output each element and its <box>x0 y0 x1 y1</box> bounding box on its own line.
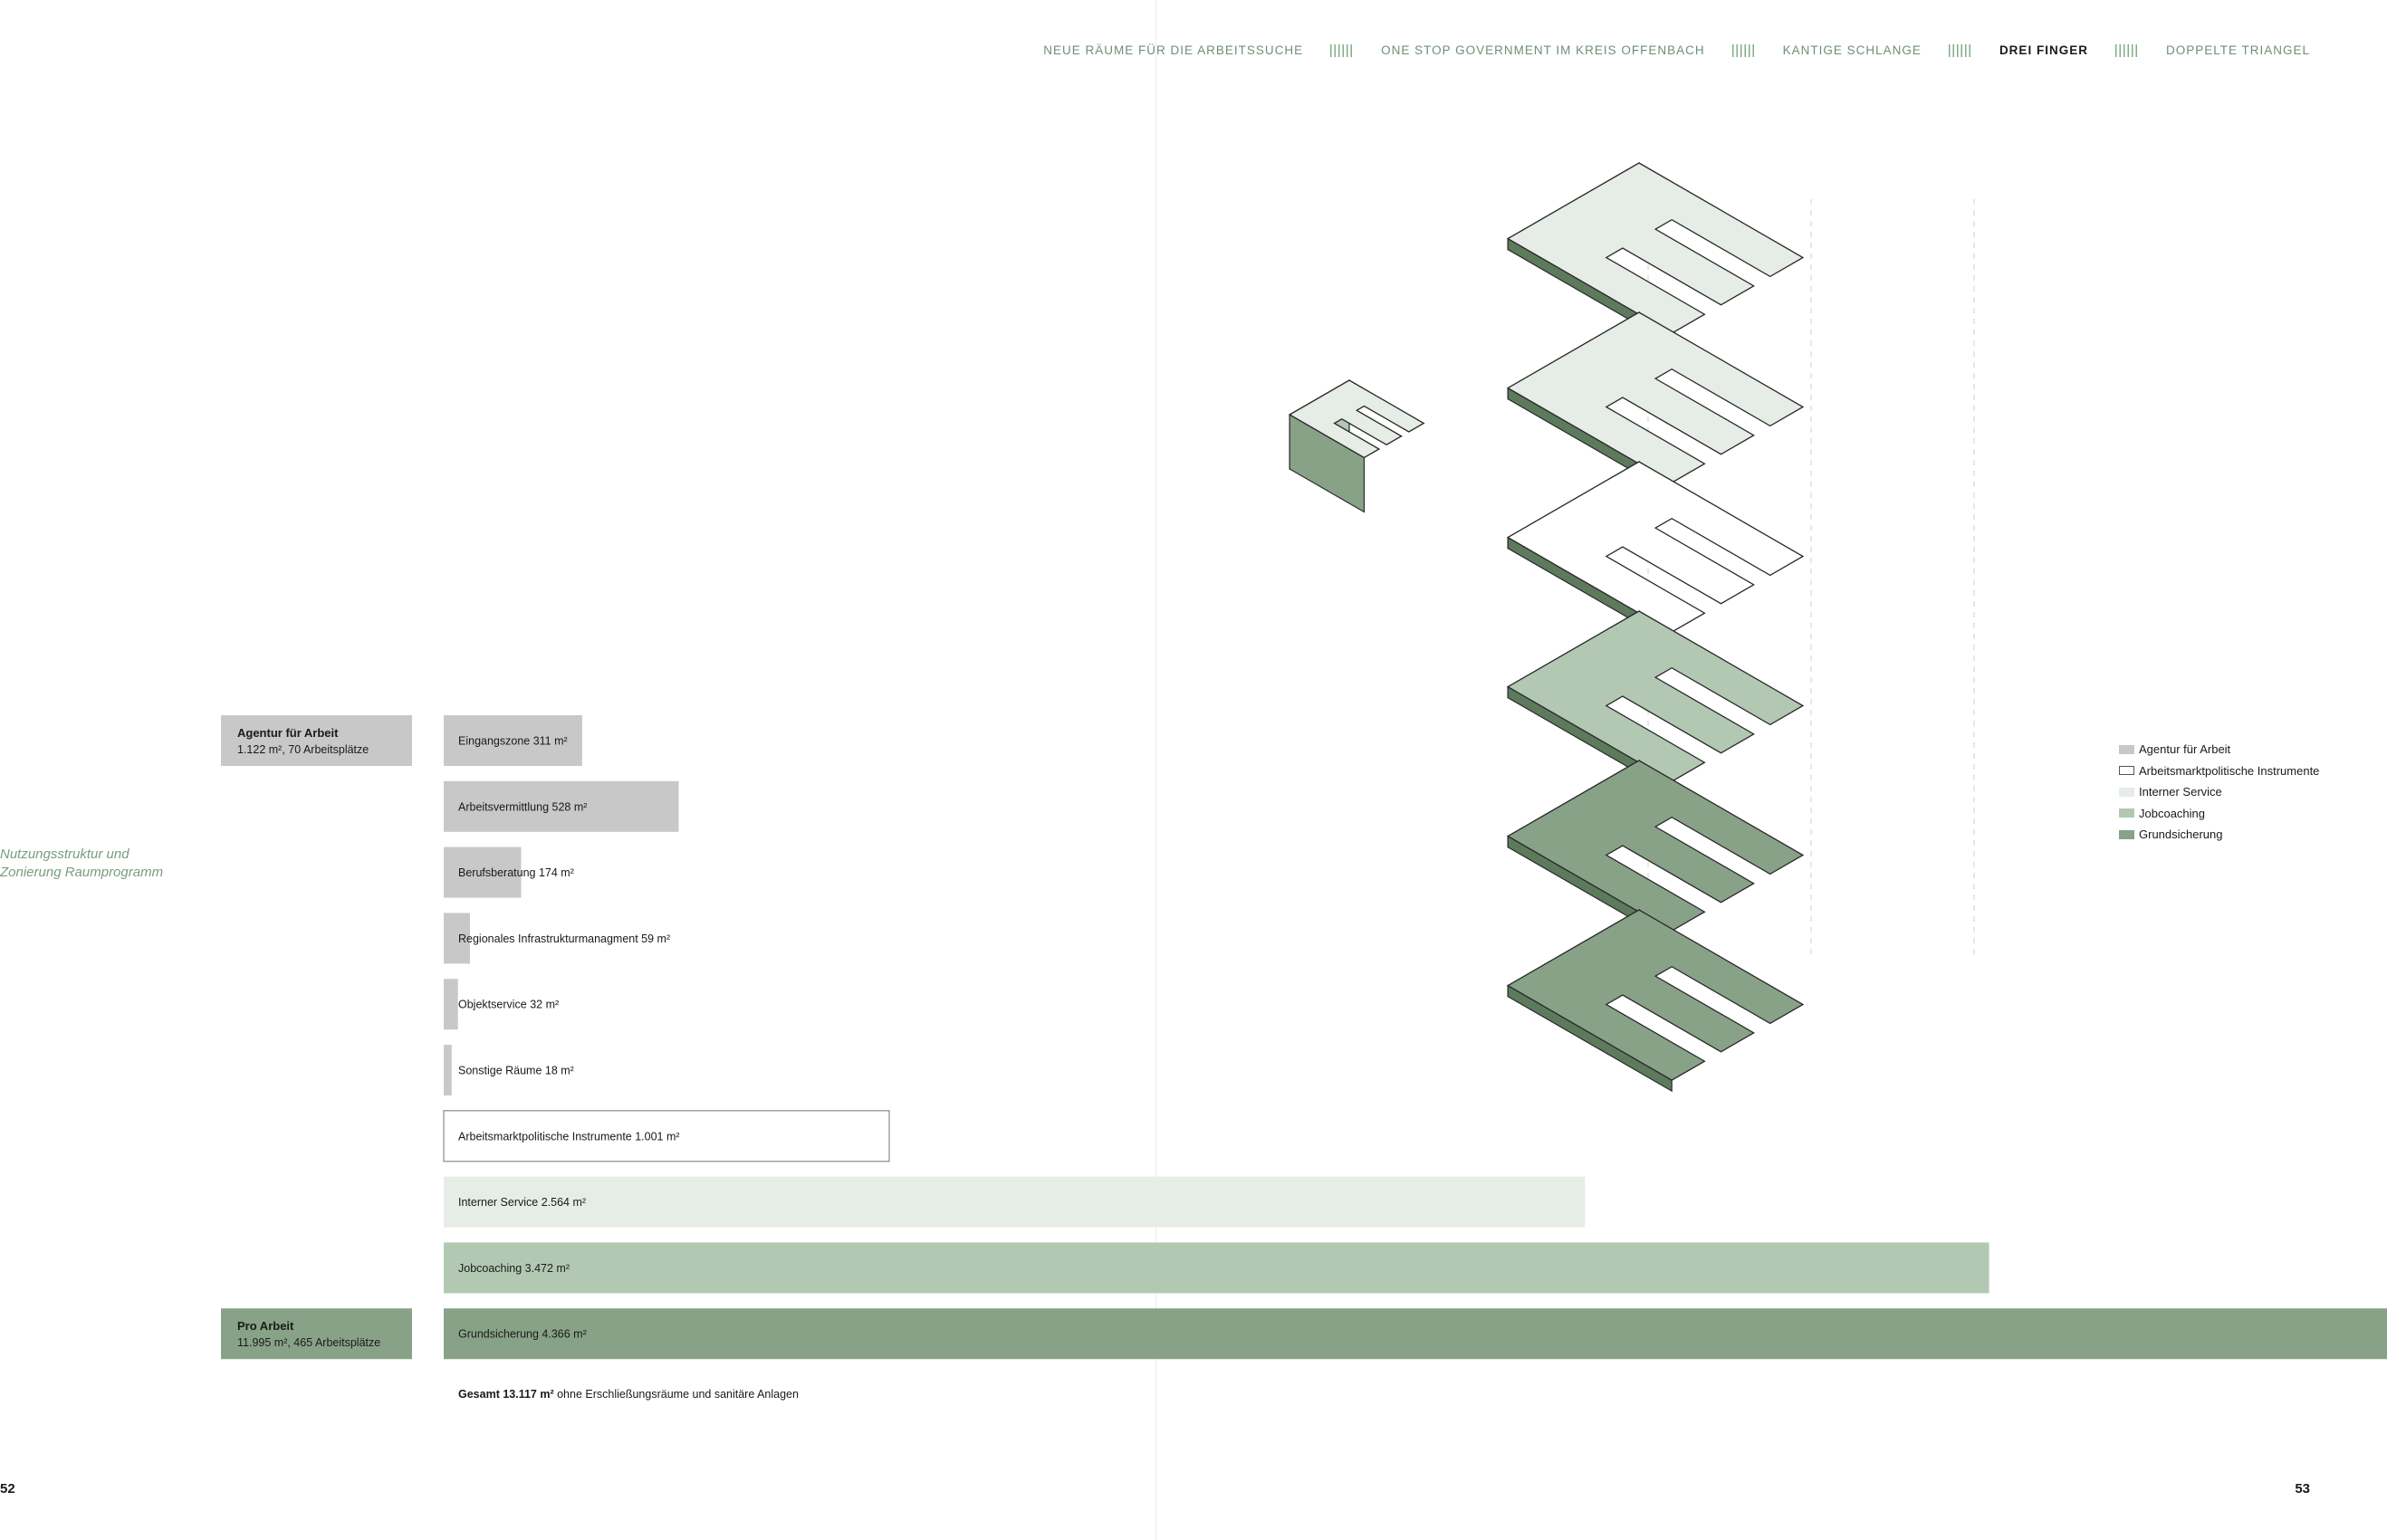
nav-separator <box>2114 43 2139 57</box>
bar-label: Interner Service 2.564 m² <box>458 1196 586 1209</box>
bar-sonstige-räume <box>444 1045 452 1095</box>
legend-item-grundsicherung: Grundsicherung <box>2119 824 2319 846</box>
slab-top <box>1506 461 1805 633</box>
total-area: Gesamt 13.117 m² ohne Erschließungsräume… <box>458 1388 799 1401</box>
floor-4 <box>1506 460 1805 645</box>
legend-item-instrumente: Arbeitsmarktpolitische Instrumente <box>2119 760 2319 782</box>
nav-separator <box>1731 43 1756 57</box>
section-caption-line: Zonierung Raumprogramm <box>0 865 164 880</box>
bar-label: Regionales Infrastrukturmanagment 59 m² <box>458 933 670 945</box>
legend-swatch <box>2119 787 2134 797</box>
bar-label: Eingangszone 311 m² <box>458 735 568 748</box>
section-caption: Nutzungsstruktur und Zonierung Raumprogr… <box>0 846 163 882</box>
bar-label: Objektservice 32 m² <box>458 999 559 1011</box>
legend-item-jobcoaching: Jobcoaching <box>2119 803 2319 825</box>
slab-top <box>1506 909 1805 1081</box>
nav-item-one-stop-government[interactable]: ONE STOP GOVERNMENT IM KREIS OFFENBACH <box>1381 43 1705 57</box>
bar-objektservice <box>444 979 458 1030</box>
building-volume <box>1288 378 1425 513</box>
slab-top <box>1506 760 1805 932</box>
bar-berufsberatung <box>444 847 522 898</box>
volume-roof <box>1288 379 1425 459</box>
nav-item-doppelte-triangel[interactable]: DOPPELTE TRIANGEL <box>2165 43 2310 57</box>
page-number-left: 52 <box>0 1481 15 1497</box>
nav-separator <box>1330 43 1355 57</box>
group-title: Agentur für Arbeit <box>237 726 339 740</box>
nav-item-neue-raeume[interactable]: NEUE RÄUME FÜR DIE ARBEITSSUCHE <box>1043 43 1304 57</box>
slab-top <box>1506 610 1805 782</box>
floor-3 <box>1506 609 1805 794</box>
group-subtitle: 1.122 m², 70 Arbeitsplätze <box>237 743 369 756</box>
legend-label: Arbeitsmarktpolitische Instrumente <box>2139 763 2320 778</box>
axonometric-building-illustration <box>1288 161 1975 1093</box>
floor-2 <box>1506 759 1805 943</box>
nav-separator <box>1948 43 1972 57</box>
project-navigation: NEUE RÄUME FÜR DIE ARBEITSSUCHE ONE STOP… <box>1043 43 2310 57</box>
bar-label: Jobcoaching 3.472 m² <box>458 1262 570 1275</box>
group-box <box>221 1308 412 1360</box>
total-area-note: ohne Erschließungsräume und sanitäre Anl… <box>557 1388 799 1401</box>
page-number-right: 53 <box>2295 1481 2310 1497</box>
group-title: Pro Arbeit <box>237 1319 294 1333</box>
section-caption-line: Nutzungsstruktur und <box>0 847 129 862</box>
nav-item-kantige-schlange[interactable]: KANTIGE SCHLANGE <box>1782 43 1922 57</box>
bar-arbeitsvermittlung <box>444 780 679 832</box>
legend-label: Grundsicherung <box>2139 827 2223 842</box>
page-gutter <box>1155 0 1156 1540</box>
floor-1 <box>1506 908 1805 1093</box>
legend-swatch <box>2119 829 2134 839</box>
bar-eingangszone <box>444 715 582 766</box>
slab-top <box>1506 311 1805 483</box>
slab-top <box>1506 162 1805 334</box>
bar-label: Grundsicherung 4.366 m² <box>458 1328 587 1341</box>
floor-6 <box>1506 161 1805 346</box>
legend-swatch <box>2119 766 2134 776</box>
legend-label: Jobcoaching <box>2139 806 2205 820</box>
legend-swatch <box>2119 744 2134 754</box>
legend-item-interner-service: Interner Service <box>2119 781 2319 803</box>
floor-5 <box>1506 311 1805 495</box>
legend-label: Interner Service <box>2139 785 2222 799</box>
bar-grundsicherung <box>444 1308 2387 1360</box>
chart-legend: Agentur für Arbeit Arbeitsmarktpolitisch… <box>2119 739 2319 846</box>
legend-swatch <box>2119 808 2134 818</box>
bar-interner-service <box>444 1176 1586 1228</box>
legend-item-agentur: Agentur für Arbeit <box>2119 739 2319 760</box>
floor-stack <box>1506 161 1805 1093</box>
bar-arbeitsmarktpolitische-instrumente <box>443 1110 890 1162</box>
bar-label: Arbeitsvermittlung 528 m² <box>458 800 587 813</box>
legend-label: Agentur für Arbeit <box>2139 742 2231 757</box>
bar-label: Arbeitsmarktpolitische Instrumente 1.001… <box>458 1130 680 1143</box>
total-area-value: Gesamt 13.117 m² <box>458 1388 554 1401</box>
bar-label: Berufsberatung 174 m² <box>458 866 574 879</box>
group-subtitle: 11.995 m², 465 Arbeitsplätze <box>237 1336 380 1349</box>
bar-jobcoaching <box>444 1242 1989 1294</box>
nav-item-drei-finger[interactable]: DREI FINGER <box>1999 43 2088 57</box>
bar-regionales-infrastrukturmanagment <box>444 913 470 964</box>
group-box <box>221 715 412 766</box>
bar-label: Sonstige Räume 18 m² <box>458 1065 574 1077</box>
